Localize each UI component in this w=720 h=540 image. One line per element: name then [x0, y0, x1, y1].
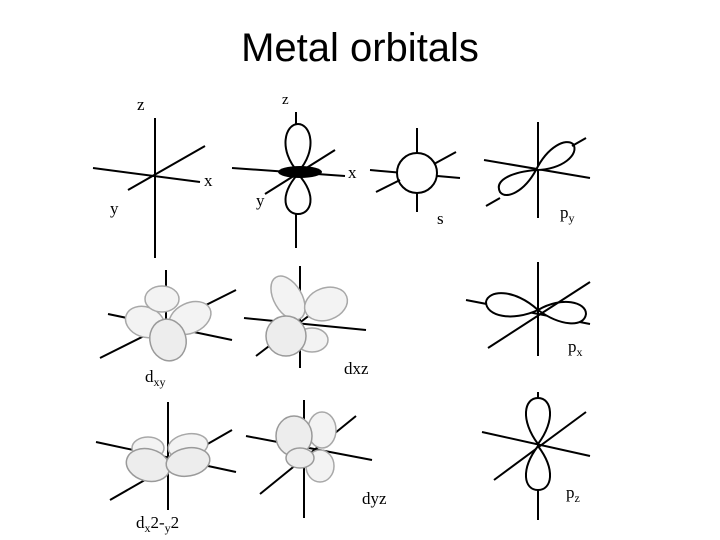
px-label: px: [568, 337, 583, 359]
dxz-orbital: dxz: [244, 266, 369, 378]
py-label-main: p: [560, 203, 569, 222]
dx2y2-label: dx2-y2: [136, 513, 179, 535]
s-orbital: s: [370, 128, 460, 228]
dxy-label-sub: xy: [154, 375, 166, 389]
dyz-lobe-lower-front: [286, 448, 314, 468]
py-front-lobe: [499, 170, 536, 195]
dx2y2-label-end: 2: [171, 513, 180, 532]
dxz-lobe-upper-right: [300, 281, 352, 326]
dz2-torus-ring: [278, 166, 322, 178]
px-label-main: p: [568, 337, 577, 356]
dyz-lobe-upper-back: [308, 412, 336, 448]
dxz-label: dxz: [344, 359, 369, 378]
s-y-axis-back: [434, 152, 456, 164]
s-y-axis-front: [376, 180, 400, 192]
px-right-lobe: [538, 302, 586, 323]
dyz-orbital: dyz: [246, 400, 387, 518]
dz2-lower-lobe: [285, 174, 310, 214]
py-back-lobe: [536, 142, 575, 170]
s-sphere: [397, 153, 437, 193]
py-y-axis-back: [572, 138, 586, 146]
dz2-axis-label-y: y: [256, 191, 265, 210]
px-orbital: px: [466, 262, 590, 359]
py-label-sub: y: [569, 211, 575, 225]
pz-orbital: pz: [482, 392, 590, 520]
reference-axes: z x y: [93, 95, 213, 258]
axis-label-y: y: [110, 199, 119, 218]
px-label-sub: x: [577, 345, 583, 359]
pz-label-main: p: [566, 483, 575, 502]
y-axis-line: [128, 146, 205, 190]
px-left-lobe: [486, 293, 538, 316]
s-label: s: [437, 209, 444, 228]
axis-label-x: x: [204, 171, 213, 190]
dxy-label: dxy: [145, 367, 166, 389]
dz2-axis-label-z: z: [282, 92, 289, 108]
dyz-label: dyz: [362, 489, 387, 508]
pz-upper-lobe: [526, 398, 550, 444]
dz2-axis-label-x: x: [348, 163, 357, 182]
py-orbital: py: [484, 122, 590, 225]
axis-label-z: z: [137, 95, 145, 114]
dxz-lobe-lower-left: [266, 316, 306, 356]
py-y-axis-front: [486, 198, 500, 206]
dxy-orbital: dxy: [100, 270, 236, 389]
py-label: py: [560, 203, 575, 225]
dx2-y2-orbital: dx2-y2: [96, 402, 236, 535]
dxy-lobe-back: [145, 286, 179, 312]
dx2y2-label-mid: 2-: [151, 513, 166, 532]
pz-label-sub: z: [575, 491, 580, 505]
pz-label: pz: [566, 483, 580, 505]
dz2-upper-lobe: [285, 124, 310, 172]
dz2-orbital: z x y: [232, 92, 357, 248]
